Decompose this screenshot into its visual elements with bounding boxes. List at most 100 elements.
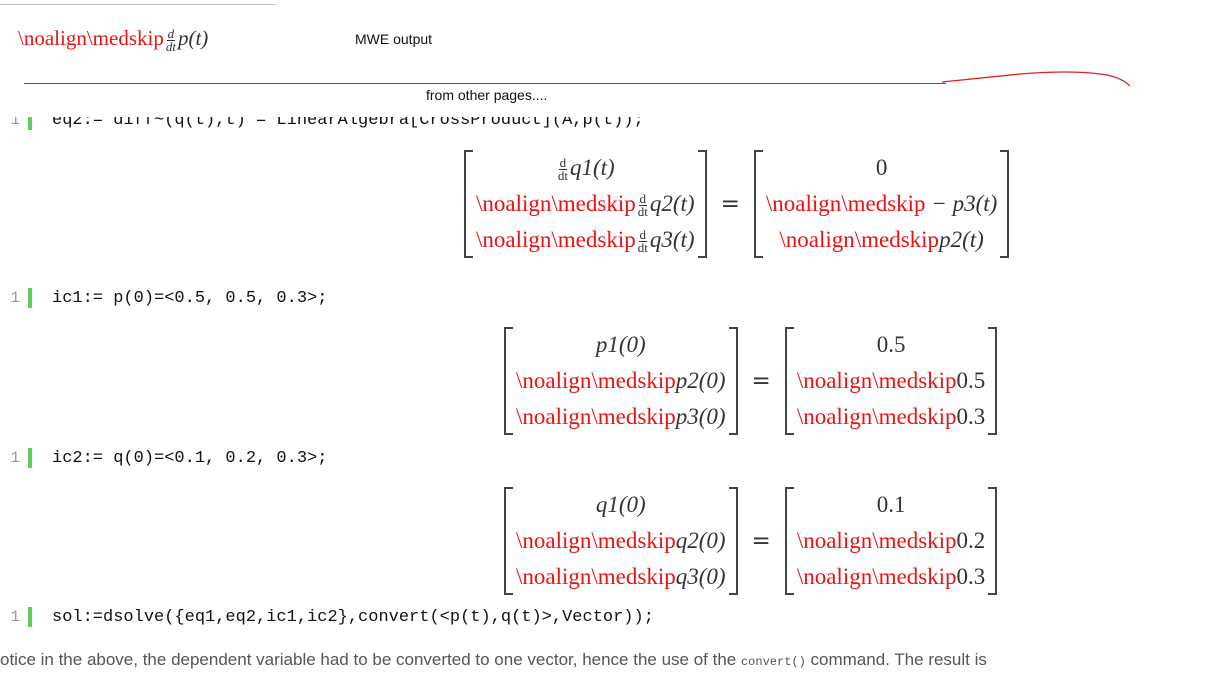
matrix-cell: \noalign\medskip − p3(t) bbox=[766, 186, 997, 222]
code-line-ic1[interactable]: 1 ic1:= p(0)=<0.5, 0.5, 0.3>; bbox=[0, 286, 327, 310]
right-bracket bbox=[1000, 150, 1010, 258]
matrix-cell: \noalign\medskipp2(t) bbox=[766, 222, 997, 258]
line-number: 1 bbox=[10, 289, 20, 307]
matrix-cell: \noalign\medskipq3(0) bbox=[516, 559, 726, 595]
matrix-cell: 0.1 bbox=[797, 487, 985, 523]
matrix-cell: \noalign\medskip0.3 bbox=[797, 399, 985, 435]
matrix-cell: \noalign\medskip0.5 bbox=[797, 363, 985, 399]
matrix-cell: p1(0) bbox=[516, 327, 726, 363]
rhs-matrix: 0\noalign\medskip − p3(t)\noalign\medski… bbox=[753, 150, 1010, 258]
cell-prefix: \noalign\medskip bbox=[516, 404, 676, 429]
cell-prefix: \noalign\medskip bbox=[516, 528, 676, 553]
formula-prefix: \noalign\medskip bbox=[18, 26, 164, 50]
cell-expr: p2(0) bbox=[675, 368, 726, 393]
matrix-cell: \noalign\medskipq2(0) bbox=[516, 523, 726, 559]
matrix-cell: q1(0) bbox=[516, 487, 726, 523]
frac-num: d bbox=[166, 25, 176, 41]
cell-expr: q2(0) bbox=[675, 528, 726, 553]
cell-expr: q1(t) bbox=[569, 155, 615, 180]
cell-expr: 0 bbox=[875, 155, 888, 180]
gutter-bar bbox=[28, 448, 32, 468]
frac-den: dt bbox=[637, 204, 648, 220]
right-bracket bbox=[728, 487, 738, 595]
left-bracket bbox=[504, 487, 513, 595]
cell-expr: q2(t) bbox=[649, 191, 695, 216]
left-bracket bbox=[504, 327, 513, 435]
left-bracket bbox=[784, 327, 794, 435]
frac-num: d bbox=[558, 155, 568, 171]
paragraph-after: command. The result is bbox=[805, 650, 987, 669]
cell-expr: q3(0) bbox=[675, 564, 726, 589]
cell-expr: p3(0) bbox=[675, 404, 726, 429]
left-bracket bbox=[753, 150, 763, 258]
right-bracket bbox=[697, 150, 707, 258]
cell-prefix: \noalign\medskip bbox=[796, 404, 957, 429]
matrix-cell: 0 bbox=[766, 150, 997, 186]
cell-expr: p2(t) bbox=[939, 227, 984, 252]
cell-prefix: \noalign\medskip bbox=[476, 227, 636, 252]
right-bracket bbox=[728, 327, 738, 435]
red-squiggle bbox=[941, 71, 1131, 87]
matrix-cell: \noalign\medskipp3(0) bbox=[516, 399, 726, 435]
cell-expr: 0.1 bbox=[876, 492, 906, 517]
line-number: 1 bbox=[10, 608, 20, 626]
matrix-cell: \noalign\medskipp2(0) bbox=[516, 363, 726, 399]
equals-sign: = bbox=[751, 528, 771, 554]
inline-code-convert: convert() bbox=[740, 655, 806, 669]
cell-expr: 0.2 bbox=[956, 528, 986, 553]
top-divider bbox=[0, 4, 275, 5]
cell-expr: q3(t) bbox=[649, 227, 695, 252]
paragraph-before: otice in the above, the dependent variab… bbox=[0, 650, 741, 669]
cell-prefix: \noalign\medskip bbox=[476, 191, 636, 216]
matrix-cell: \noalign\medskip0.2 bbox=[797, 523, 985, 559]
matrix-cell: \noalign\medskip0.3 bbox=[797, 559, 985, 595]
red-divider bbox=[24, 83, 946, 84]
right-bracket bbox=[988, 327, 998, 435]
cell-expr: q1(0) bbox=[595, 492, 646, 517]
formula-expr: p(t) bbox=[177, 26, 209, 50]
right-bracket bbox=[988, 487, 998, 595]
code-text: sol:=dsolve({eq1,eq2,ic1,ic2},convert(<p… bbox=[52, 607, 654, 627]
gutter-bar bbox=[28, 117, 32, 130]
left-bracket bbox=[784, 487, 794, 595]
paragraph-text: otice in the above, the dependent variab… bbox=[0, 650, 987, 670]
rhs-matrix: 0.1\noalign\medskip0.2\noalign\medskip0.… bbox=[784, 487, 998, 595]
cell-expr: 0.3 bbox=[956, 564, 986, 589]
cell-prefix: \noalign\medskip bbox=[779, 227, 940, 252]
lhs-matrix: q1(0)\noalign\medskipq2(0)\noalign\medsk… bbox=[504, 487, 738, 595]
code-text: eq2:= diff~(q(t),t) = LinearAlgebra[Cros… bbox=[52, 110, 644, 130]
gutter-bar bbox=[28, 288, 32, 308]
line-number: 1 bbox=[10, 449, 20, 467]
cell-expr: 0.5 bbox=[876, 332, 906, 357]
code-text: ic1:= p(0)=<0.5, 0.5, 0.3>; bbox=[52, 288, 328, 308]
gutter-bar bbox=[28, 607, 32, 627]
equation-ic1: p1(0)\noalign\medskipp2(0)\noalign\medsk… bbox=[504, 327, 998, 435]
frac-num: d bbox=[638, 227, 648, 243]
code-text: ic2:= q(0)=<0.1, 0.2, 0.3>; bbox=[52, 448, 328, 468]
cell-prefix: \noalign\medskip bbox=[796, 368, 957, 393]
code-line-sol[interactable]: 1 sol:=dsolve({eq1,eq2,ic1,ic2},convert(<… bbox=[0, 605, 654, 629]
frac-num: d bbox=[638, 191, 648, 207]
cell-expr: − p3(t) bbox=[925, 191, 998, 216]
matrix-cell: 0.5 bbox=[797, 327, 985, 363]
lhs-matrix: p1(0)\noalign\medskipp2(0)\noalign\medsk… bbox=[504, 327, 738, 435]
code-line-ic2[interactable]: 1 ic2:= q(0)=<0.1, 0.2, 0.3>; bbox=[0, 446, 327, 470]
left-bracket bbox=[464, 150, 473, 258]
equals-sign: = bbox=[720, 191, 740, 217]
cell-expr: p1(0) bbox=[595, 332, 646, 357]
cell-prefix: \noalign\medskip bbox=[796, 528, 957, 553]
from-other-pages-label: from other pages.... bbox=[426, 87, 548, 103]
cell-prefix: \noalign\medskip bbox=[516, 368, 676, 393]
frac-den: dt bbox=[165, 38, 176, 54]
equals-sign: = bbox=[751, 368, 771, 394]
cell-expr: 0.3 bbox=[956, 404, 986, 429]
